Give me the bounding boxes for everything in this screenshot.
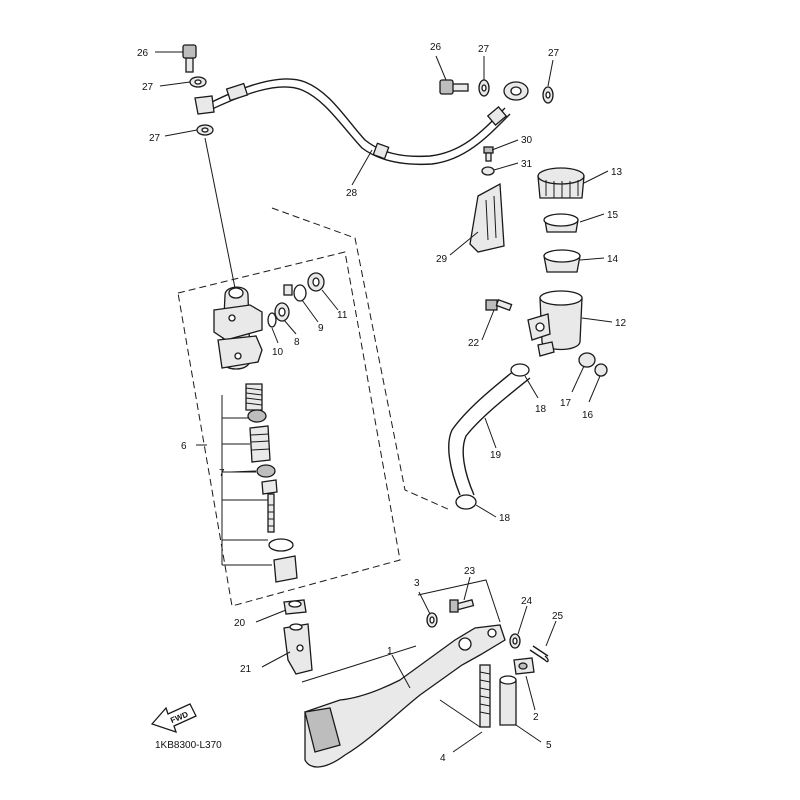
master-cylinder-assembly-outline bbox=[177, 251, 401, 607]
cotter-pin-25 bbox=[529, 645, 549, 663]
grommet-16 bbox=[594, 363, 608, 377]
callout-10: 10 bbox=[272, 347, 284, 358]
hose-clamp-18-top bbox=[510, 363, 530, 377]
grommet-17 bbox=[578, 352, 596, 368]
callout-24: 24 bbox=[521, 596, 533, 607]
washer-3 bbox=[426, 612, 438, 628]
reservoir-assembly-outline bbox=[271, 207, 451, 511]
callout-26-left: 26 bbox=[137, 48, 149, 59]
grommet-11 bbox=[307, 272, 325, 292]
callout-11: 11 bbox=[337, 310, 348, 321]
hose-joint-small bbox=[283, 284, 293, 296]
callout-13: 13 bbox=[611, 167, 623, 178]
banjo-fitting-right bbox=[503, 81, 529, 101]
collar-2 bbox=[513, 657, 535, 675]
spring-4 bbox=[479, 664, 491, 728]
screw-30 bbox=[483, 146, 494, 162]
forward-arrow-icon: FWD bbox=[150, 703, 197, 734]
diaphragm-plate-15 bbox=[543, 213, 579, 233]
spring-guide-line bbox=[439, 699, 481, 728]
callout-4: 4 bbox=[440, 753, 446, 764]
callout-9: 9 bbox=[318, 323, 324, 334]
pedal-guide-line-2 bbox=[417, 579, 501, 623]
brake-hose bbox=[194, 78, 511, 166]
reservoir-bolt-22 bbox=[485, 298, 513, 312]
callout-18-bottom: 18 bbox=[499, 513, 511, 524]
master-cylinder-body bbox=[213, 286, 263, 370]
callout-22: 22 bbox=[468, 338, 480, 349]
callout-30: 30 bbox=[521, 135, 533, 146]
callout-28: 28 bbox=[346, 188, 358, 199]
callout-16: 16 bbox=[582, 410, 594, 421]
o-ring-10 bbox=[267, 312, 277, 328]
collar-5 bbox=[499, 675, 517, 726]
callout-25: 25 bbox=[552, 611, 564, 622]
diagram-code: 1KB8300-L370 bbox=[155, 740, 222, 751]
piston-assembly bbox=[221, 383, 298, 583]
callout-15: 15 bbox=[607, 210, 619, 221]
callout-31: 31 bbox=[521, 159, 533, 170]
hose-alignment-line bbox=[204, 137, 236, 289]
callout-3: 3 bbox=[414, 578, 420, 589]
callout-7: 7 bbox=[219, 468, 225, 479]
copper-washer-1 bbox=[189, 76, 207, 88]
copper-washer-2 bbox=[196, 124, 214, 136]
callout-20: 20 bbox=[234, 618, 246, 629]
reservoir-hose-19 bbox=[448, 369, 531, 496]
washer-31 bbox=[481, 166, 495, 176]
hose-clamp-18-bottom bbox=[455, 494, 477, 510]
callout-27-3: 27 bbox=[478, 44, 490, 55]
copper-washer-3 bbox=[478, 79, 490, 97]
callout-8: 8 bbox=[294, 337, 300, 348]
clevis-21 bbox=[283, 623, 313, 675]
washer-24 bbox=[509, 633, 521, 649]
brake-pedal-1 bbox=[304, 624, 506, 768]
callout-18-top: 18 bbox=[535, 404, 547, 415]
bracket-29 bbox=[469, 182, 505, 253]
pedal-guide-line bbox=[301, 645, 417, 683]
callout-6: 6 bbox=[181, 441, 187, 452]
nut-20 bbox=[283, 599, 307, 615]
callout-19: 19 bbox=[490, 450, 502, 461]
reservoir-tank-12 bbox=[527, 290, 583, 357]
callout-27-1: 27 bbox=[142, 82, 154, 93]
copper-washer-4 bbox=[542, 86, 554, 104]
callout-1: 1 bbox=[387, 646, 393, 657]
leader-lines bbox=[155, 51, 613, 753]
diaphragm-14 bbox=[543, 249, 581, 273]
callout-26-right: 26 bbox=[430, 42, 442, 53]
callout-29: 29 bbox=[436, 254, 448, 265]
pivot-bolt-23 bbox=[449, 598, 475, 613]
circlip-9 bbox=[293, 284, 307, 302]
callout-12: 12 bbox=[615, 318, 627, 329]
reservoir-cap-13 bbox=[537, 167, 585, 199]
union-bolt-left bbox=[182, 44, 197, 73]
callout-21: 21 bbox=[240, 664, 252, 675]
callout-27-2: 27 bbox=[149, 133, 161, 144]
fitting-8 bbox=[274, 302, 290, 322]
callout-2: 2 bbox=[533, 712, 539, 723]
callout-17: 17 bbox=[560, 398, 572, 409]
union-bolt-right bbox=[439, 79, 469, 95]
callout-23: 23 bbox=[464, 566, 476, 577]
callout-14: 14 bbox=[607, 254, 619, 265]
callout-5: 5 bbox=[546, 740, 552, 751]
callout-27-4: 27 bbox=[548, 48, 560, 59]
